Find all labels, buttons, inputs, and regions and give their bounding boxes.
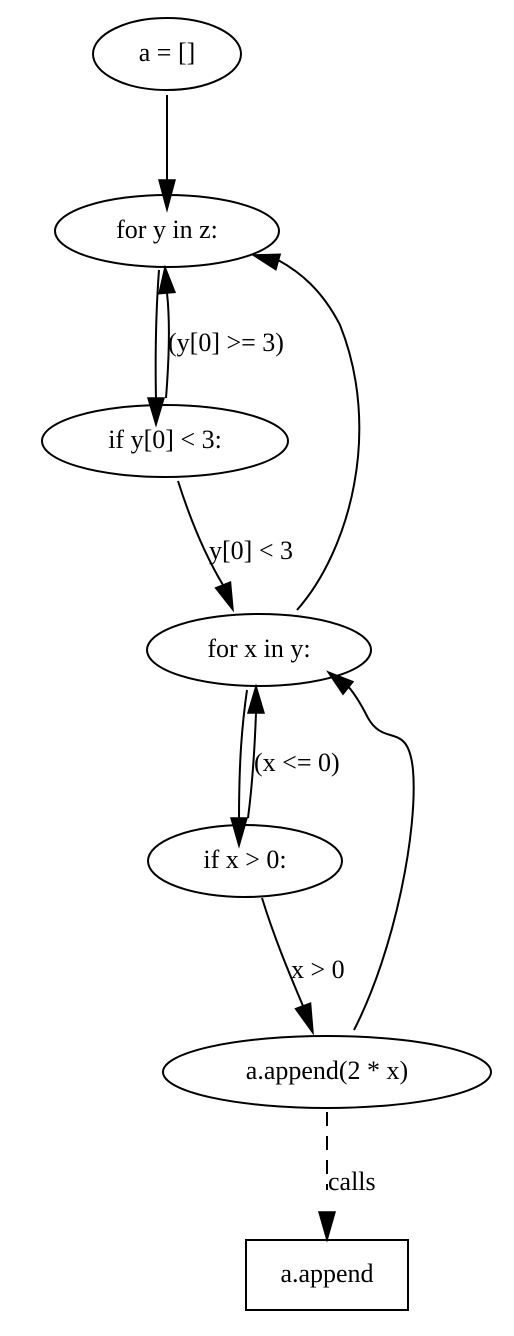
- node-label: for y in z:: [116, 215, 218, 244]
- node-label: a = []: [139, 38, 196, 67]
- edge-line: [277, 259, 361, 611]
- arrowhead: [246, 683, 266, 714]
- edge-line: [344, 682, 415, 1031]
- node-label: for x in y:: [207, 634, 310, 663]
- node-n_for_y: for y in z:: [54, 194, 280, 268]
- node-label: a.append: [280, 1259, 373, 1288]
- edge-label: (y[0] >= 3): [168, 328, 284, 357]
- arrowhead: [294, 1002, 314, 1036]
- edge-n_for_x-to-n_if_x: [230, 689, 248, 849]
- node-label: a.append(2 * x): [246, 1056, 408, 1085]
- edge-label: x > 0: [291, 955, 345, 984]
- arrowhead: [158, 264, 177, 295]
- edge-n_append_call-to-n_append_fn: calls: [318, 1112, 376, 1243]
- edge-line: [165, 292, 170, 399]
- arrowhead: [318, 1211, 336, 1243]
- edge-label: y[0] < 3: [209, 536, 293, 565]
- edge-line: [154, 269, 160, 401]
- node-n_a_init: a = []: [92, 17, 242, 91]
- node-ellipse: [92, 17, 242, 91]
- node-label: if x > 0:: [203, 845, 286, 874]
- arrowhead: [146, 397, 166, 428]
- node-ellipse: [41, 404, 289, 478]
- node-n_append_call: a.append(2 * x): [162, 1035, 492, 1109]
- edge-line: [177, 480, 224, 586]
- edge-label: (x <= 0): [254, 748, 340, 777]
- node-label: if y[0] < 3:: [108, 425, 222, 454]
- node-n_if_y: if y[0] < 3:: [41, 404, 289, 478]
- arrowhead: [214, 580, 234, 613]
- node-ellipse: [162, 1035, 492, 1109]
- edge-n_if_y-to-n_for_x: y[0] < 3: [177, 480, 293, 613]
- edge-n_if_x-to-n_append_call: x > 0: [261, 897, 345, 1036]
- node-ellipse: [54, 194, 280, 268]
- node-n_append_fn: a.append: [245, 1239, 409, 1311]
- edge-n_if_y-to-n_for_y: (y[0] >= 3): [158, 264, 284, 399]
- node-box: [245, 1239, 409, 1311]
- edge-line: [247, 712, 257, 819]
- node-n_for_x: for x in y:: [146, 613, 372, 687]
- edge-line: [261, 897, 304, 1007]
- edge-n_a_init-to-n_for_y: [158, 95, 176, 213]
- edge-n_if_x-to-n_for_x: (x <= 0): [246, 683, 340, 819]
- node-ellipse: [146, 613, 372, 687]
- node-ellipse: [147, 824, 343, 898]
- edge-n_for_x-to-n_for_y: [250, 253, 361, 611]
- arrowhead: [230, 817, 248, 849]
- edge-line: [238, 689, 248, 821]
- edge-label: calls: [328, 1167, 376, 1196]
- node-n_if_x: if x > 0:: [147, 824, 343, 898]
- arrowhead: [250, 253, 282, 271]
